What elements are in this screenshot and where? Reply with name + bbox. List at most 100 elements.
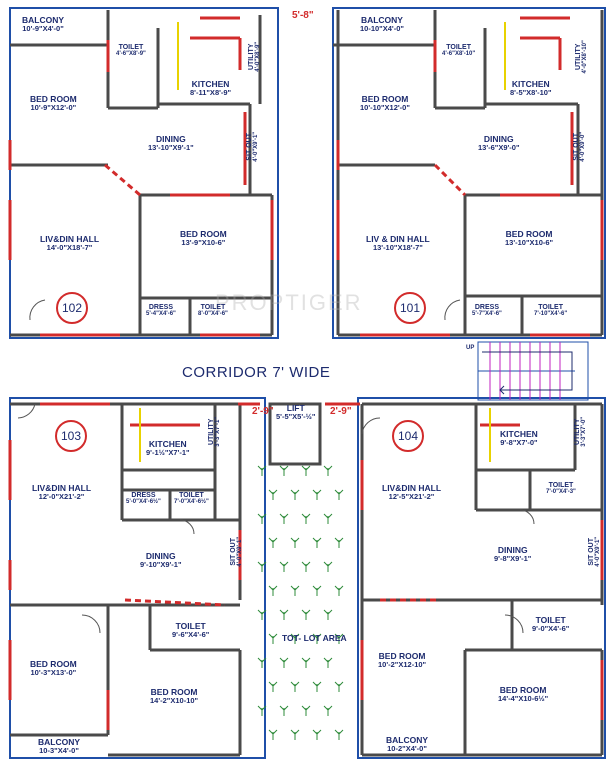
tree-icon: [257, 465, 267, 476]
tree-icon: [257, 609, 267, 620]
tree-icon: [268, 681, 278, 692]
corridor-label: CORRIDOR 7' WIDE: [182, 364, 331, 381]
tree-icon: [334, 585, 344, 596]
unit-number-102: 102: [56, 292, 88, 324]
tree-icon: [312, 729, 322, 740]
unit-number-103: 103: [55, 420, 87, 452]
tree-icon: [279, 561, 289, 572]
tree-icon: [301, 705, 311, 716]
tree-icon: [312, 489, 322, 500]
tree-icon: [257, 657, 267, 668]
tree-icon: [268, 489, 278, 500]
outer-outline: [9, 7, 606, 759]
tree-icon: [257, 561, 267, 572]
tree-icon: [323, 561, 333, 572]
tree-icon: [279, 705, 289, 716]
right-gap-dimension: 2'-9": [330, 406, 352, 417]
tree-icon: [323, 609, 333, 620]
tree-icon: [301, 465, 311, 476]
tree-icon: [312, 537, 322, 548]
tree-icon: [290, 633, 300, 644]
tree-icon: [312, 585, 322, 596]
top-gap-dimension: 5'-8": [292, 10, 314, 21]
tree-icon: [323, 513, 333, 524]
staircase: [477, 341, 589, 401]
tree-icon: [257, 513, 267, 524]
tree-icon: [290, 489, 300, 500]
tree-icon: [268, 537, 278, 548]
left-gap-dimension: 2'-9": [252, 406, 274, 417]
tree-icon: [312, 633, 322, 644]
tree-icon: [279, 609, 289, 620]
tree-icon: [323, 705, 333, 716]
watermark: PROPTIGER: [215, 290, 363, 315]
tree-icon: [290, 729, 300, 740]
walls: [10, 10, 604, 757]
tree-icon: [279, 513, 289, 524]
tree-icon: [312, 681, 322, 692]
tot-lot-label: TOT- LOT AREA: [282, 633, 347, 643]
tree-icon: [334, 729, 344, 740]
unit-number-104: 104: [392, 420, 424, 452]
tree-icon: [257, 705, 267, 716]
door-swings: [17, 299, 535, 634]
tot-lot-trees: [257, 465, 344, 740]
tree-icon: [268, 585, 278, 596]
tree-icon: [290, 585, 300, 596]
window-marks: [8, 16, 604, 730]
tree-icon: [334, 681, 344, 692]
tree-icon: [301, 609, 311, 620]
unit-number-101: 101: [394, 292, 426, 324]
tree-icon: [268, 633, 278, 644]
tree-icon: [334, 633, 344, 644]
tree-icon: [334, 489, 344, 500]
tree-icon: [268, 729, 278, 740]
stair-up-label: UP: [466, 345, 475, 351]
tree-icon: [334, 537, 344, 548]
tree-icon: [290, 537, 300, 548]
tree-icon: [279, 657, 289, 668]
tree-icon: [290, 681, 300, 692]
tree-icon: [279, 465, 289, 476]
tree-icon: [323, 465, 333, 476]
tree-icon: [301, 513, 311, 524]
